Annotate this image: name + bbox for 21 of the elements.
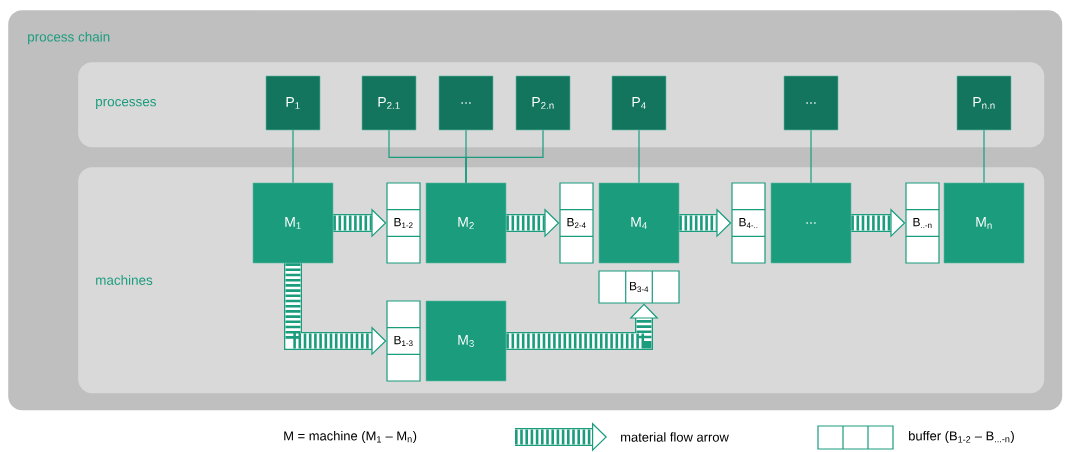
process-box: P$_{n.n}$	[956, 75, 1012, 131]
connector-line	[465, 129, 544, 184]
machine-box: M$_{2}$	[425, 182, 507, 264]
process-box: P$_{4}$	[611, 75, 667, 131]
machine-box: M$_{n}$	[943, 182, 1025, 264]
connector-line	[292, 129, 294, 184]
legend-text: buffer (B$_{1-2}$ – B$_{...-n}$)	[909, 430, 1014, 444]
machine-box: M$_{3}$	[425, 300, 507, 382]
machine-box: M$_{1}$	[252, 182, 334, 264]
connector-line	[983, 129, 985, 184]
legend-text: material flow arrow	[621, 432, 729, 442]
process-box: P$_{2.1}$	[361, 75, 417, 131]
machine-box: M$_{4}$	[598, 182, 680, 264]
process-box: P$_{1}$	[265, 75, 321, 131]
process-box: ...	[783, 75, 839, 131]
process-box: P$_{2.n}$	[515, 75, 571, 131]
machine-box: ...	[770, 182, 852, 264]
legend-text: M = machine (M$_{1}$ – M$_{n}$)	[284, 430, 417, 444]
process-box: ...	[438, 75, 494, 131]
connector-line	[638, 129, 640, 184]
connector-line	[810, 129, 812, 184]
